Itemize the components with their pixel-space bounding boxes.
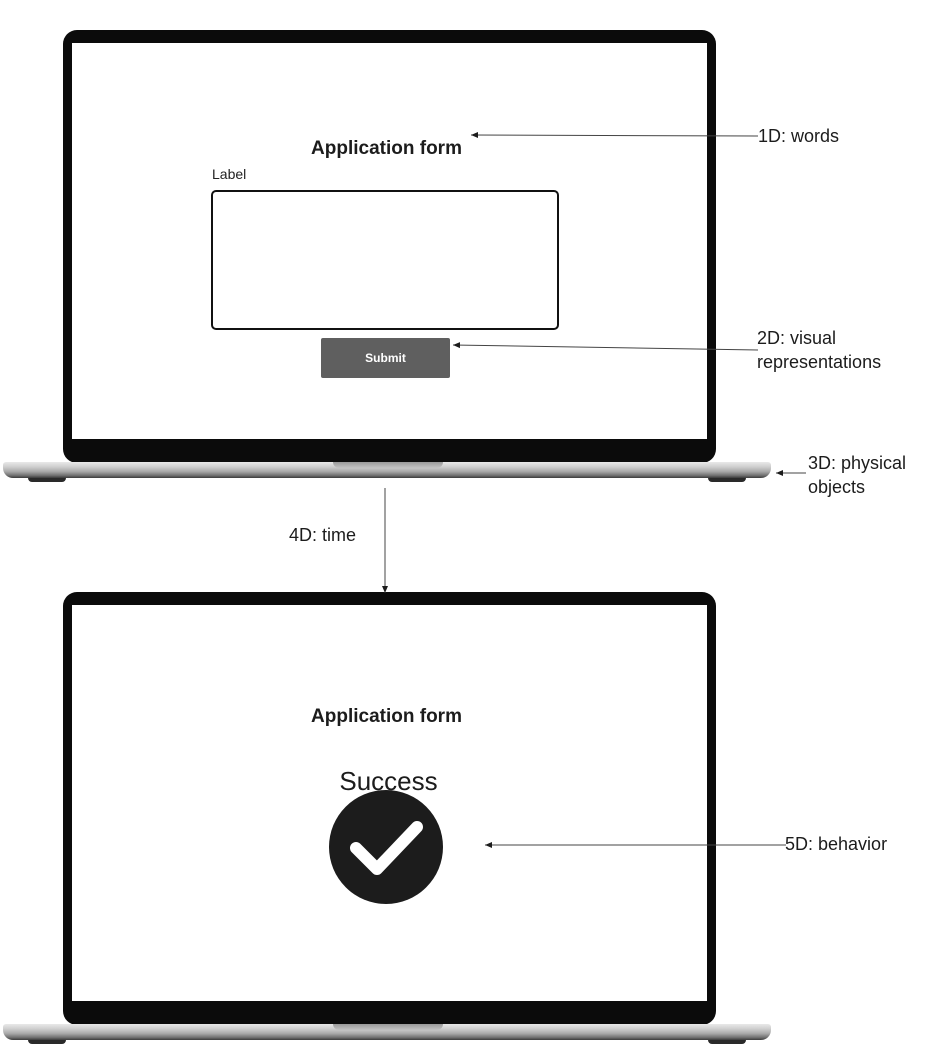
laptop-notch [333, 1024, 443, 1030]
annotation-physical-line2: objects [808, 477, 866, 497]
laptop-base [3, 1024, 771, 1040]
laptop-foot [708, 478, 746, 482]
submit-button[interactable]: Submit [321, 338, 450, 378]
field-label: Label [212, 166, 247, 182]
annotation-visual-line2: representations [757, 352, 882, 372]
annotation-time: 4D: time [289, 525, 357, 545]
laptop-foot [28, 1040, 66, 1044]
form-title: Application form [311, 138, 462, 159]
annotation-behavior: 5D: behavior [785, 834, 888, 854]
annotation-visual-line1: 2D: visual [757, 328, 837, 348]
laptop-base [3, 462, 771, 478]
laptop-before: Application form Label Submit [0, 30, 780, 490]
arrow-words [470, 132, 759, 139]
checkmark-circle-icon [329, 790, 443, 904]
success-circle [329, 790, 443, 904]
laptop-screen: Application form Success [72, 605, 707, 1001]
checkmark-icon [350, 821, 423, 875]
laptop-notch [333, 462, 443, 468]
laptop-after: Application form Success [0, 592, 780, 1050]
annotation-physical-line1: 3D: physical [808, 453, 907, 473]
form-text-area[interactable] [211, 190, 559, 330]
laptop-foot [708, 1040, 746, 1044]
laptop-foot [28, 478, 66, 482]
form-title: Application form [311, 706, 462, 727]
annotation-words: 1D: words [758, 126, 840, 146]
laptop-screen: Application form Label Submit [72, 43, 707, 439]
arrow-visual [452, 342, 759, 351]
